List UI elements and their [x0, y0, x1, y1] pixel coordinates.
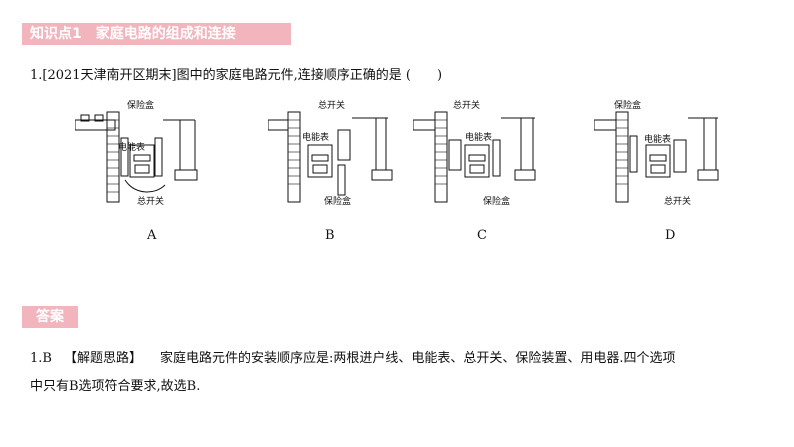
option-label-a: A: [147, 228, 157, 243]
answer-text-1: 家庭电路元件的安装顺序应是:两根进户线、电能表、总开关、保险装置、用电器.四个选…: [159, 351, 676, 366]
circuit-diagram-c: 电能表 总开关 保险盒: [413, 100, 536, 207]
label-meter: 电能表: [118, 141, 145, 153]
section-tag-knowledge-point: 知识点1 家庭电路的组成和连接: [22, 23, 291, 45]
answer-line-2: 中只有B选项符合要求,故选B.: [30, 379, 201, 394]
label-meter: 电能表: [465, 131, 492, 143]
label-bottom: 保险盒: [324, 195, 351, 207]
option-label-b: B: [325, 228, 335, 243]
label-top: 保险盒: [614, 100, 641, 111]
label-bottom: 总开关: [664, 195, 691, 207]
circuit-diagram-a: 电能表 保险盒 总开关: [75, 100, 198, 207]
section-tag-title: 家庭电路的组成和连接: [95, 26, 236, 42]
option-label-c: C: [477, 228, 487, 243]
circuit-diagram-b: 电能表 总开关 保险盒: [268, 100, 393, 207]
label-top: 总开关: [318, 100, 345, 111]
section-tag-number: 知识点1: [30, 26, 82, 42]
circuit-diagram-d: 电能表 保险盒 总开关: [594, 100, 719, 207]
label-top: 保险盒: [127, 100, 154, 111]
question-text: 1.[2021天津南开区期末]图中的家庭电路元件,连接顺序正确的是 ( ): [30, 68, 443, 83]
label-meter: 电能表: [644, 133, 671, 145]
answer-line-1: 1.B 【解题思路】 家庭电路元件的安装顺序应是:两根进户线、电能表、总开关、保险装…: [30, 345, 730, 373]
label-bottom: 总开关: [137, 195, 164, 207]
answer-number: 1.B: [30, 351, 52, 366]
label-meter: 电能表: [302, 131, 329, 143]
answer-tag: 【解题思路】: [63, 351, 142, 366]
option-label-d: D: [665, 228, 676, 243]
section-tag-answer: 答案: [22, 306, 78, 328]
label-top: 总开关: [453, 100, 480, 111]
answer-block: 1.B 【解题思路】 家庭电路元件的安装顺序应是:两根进户线、电能表、总开关、保险装…: [30, 345, 730, 401]
label-bottom: 保险盒: [483, 195, 510, 207]
